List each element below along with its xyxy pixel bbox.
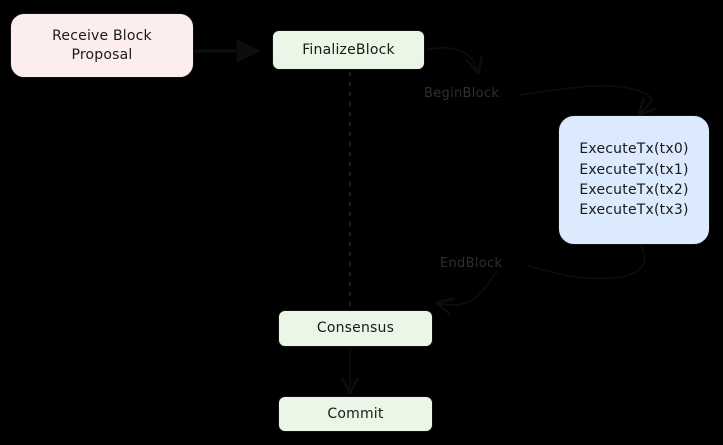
- execute-tx-line-3: ExecuteTx(tx3): [579, 202, 689, 219]
- node-receive-block-proposal[interactable]: Receive Block Proposal: [10, 13, 194, 78]
- edge-execute-tx-to-consensus: [435, 245, 646, 316]
- node-commit[interactable]: Commit: [278, 396, 433, 432]
- edge-finalize-to-begin-block: [426, 46, 484, 75]
- node-consensus[interactable]: Consensus: [278, 310, 433, 347]
- edge-begin-block-to-execute-tx: [519, 85, 657, 117]
- node-finalize-block[interactable]: FinalizeBlock: [272, 30, 425, 70]
- execute-tx-line-0: ExecuteTx(tx0): [579, 141, 689, 158]
- edge-label-end-block: EndBlock: [440, 256, 503, 271]
- execute-tx-line-2: ExecuteTx(tx2): [579, 182, 689, 198]
- execute-tx-line-1: ExecuteTx(tx1): [579, 161, 689, 178]
- node-execute-tx[interactable]: ExecuteTx(tx0) ExecuteTx(tx1) ExecuteTx(…: [558, 115, 710, 245]
- edge-label-begin-block: BeginBlock: [424, 86, 500, 101]
